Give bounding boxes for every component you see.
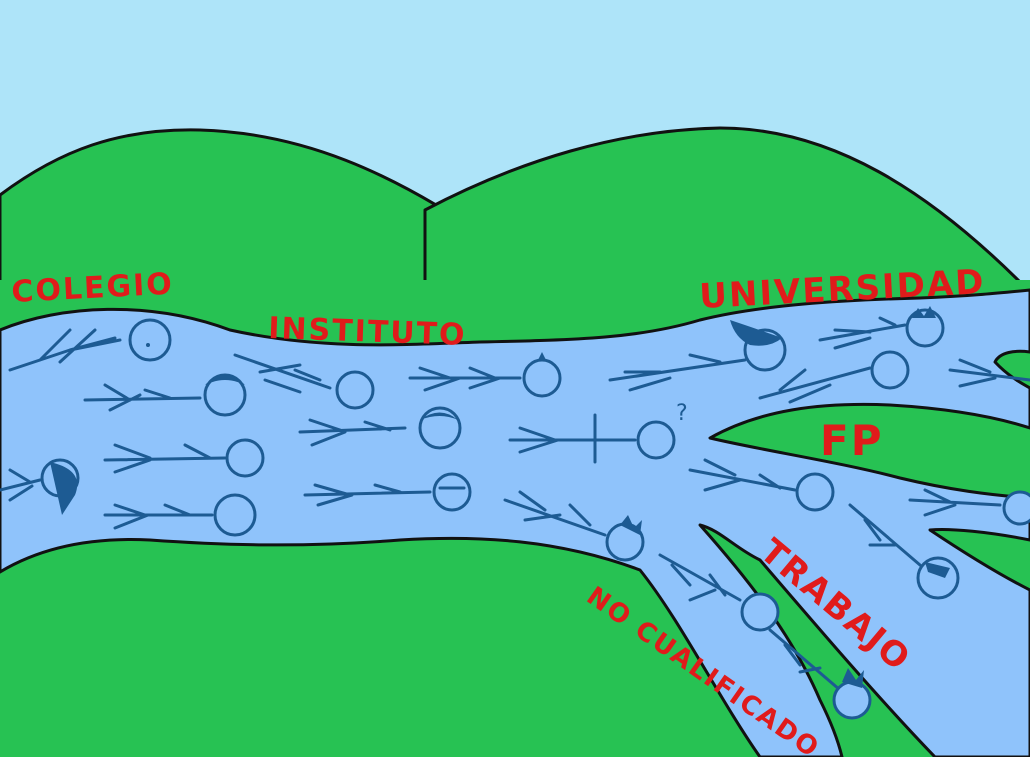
swimmer-15 [503,490,645,562]
label-instituto: INSTITUTO [268,311,467,353]
swimmer-7 [758,350,910,404]
swimmer-3 [233,353,375,410]
swimmer-9 [298,406,462,450]
swimmer-5 [608,320,787,392]
river-main [0,288,1030,757]
swimmer-12 [0,458,80,515]
swimmer-2 [83,373,247,417]
label-fp: FP [820,416,883,465]
swimmer-18 [908,488,1030,526]
question-mark: ? [676,401,688,426]
swimmer-20 [768,628,872,720]
swimmer-16 [688,458,835,512]
swimmer-13 [103,493,257,537]
swimmer-6 [818,306,945,350]
swimmer-14 [303,472,472,512]
swimmer-4 [408,352,562,398]
swimmer-11 [103,438,265,478]
label-colegio: COLEGIO [11,267,175,310]
swimmer-8 [948,358,1030,388]
swimmer-10: ? [508,401,688,464]
swimmer-1 [8,318,172,372]
swimmer-17 [848,503,960,600]
swimmer-19 [658,553,780,632]
